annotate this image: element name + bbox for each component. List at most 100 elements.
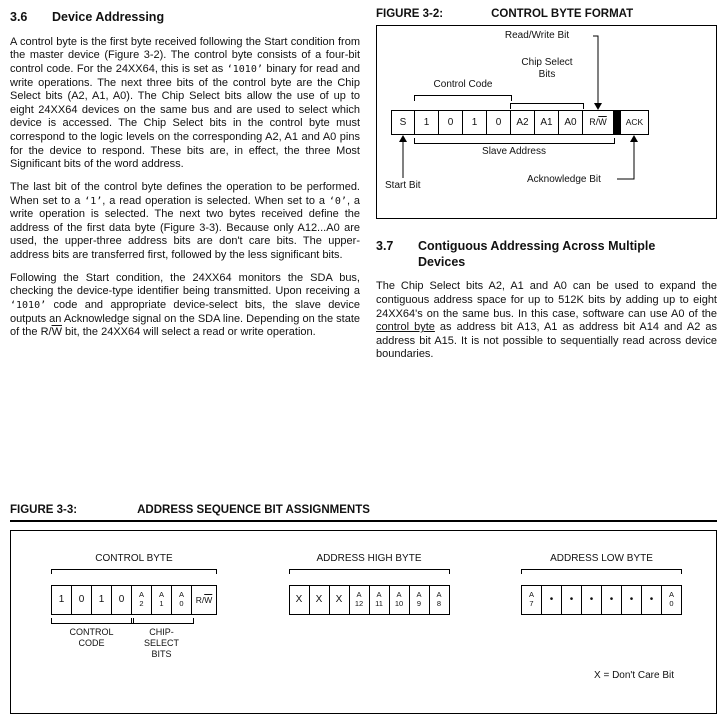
bit-cell: A 8 [428,585,450,615]
control-byte-bracket [51,569,217,574]
bit-cell-rw: R/W [582,110,614,135]
slave-address-bracket [414,138,615,144]
chip-select-bits-label: Chip Select Bits [521,57,573,80]
byte-group-control: CONTROL BYTE 1 0 1 0 A 2 A 1 A 0 R/W CON… [51,553,217,677]
text-run: The Chip Select bits A2, A1 and A0 can b… [376,280,717,320]
control-byte-sub-labels: CONTROL CODE CHIP- SELECT BITS [51,615,217,677]
overline-run: W [51,326,62,339]
slave-address-label: Slave Address [482,146,546,157]
start-bit-label: Start Bit [385,180,421,191]
two-column-layout: 3.6 Device Addressing A control byte is … [10,8,717,486]
bit-cell: A 0 [171,585,192,615]
code-run: ‘0’ [328,195,347,207]
address-low-byte-label: ADDRESS LOW BYTE [550,553,653,564]
bit-cell: X [308,585,330,615]
control-code-label: Control Code [433,79,493,90]
figure-3-2-arrows [399,35,638,180]
chip-select-bracket [510,103,584,109]
bit-cell: A 11 [368,585,390,615]
figure-3-3-label: FIGURE 3-3: [10,504,78,516]
dont-care-note: X = Don't Care Bit [594,670,674,681]
bit-cell: X [328,585,350,615]
section-3-6-heading: 3.6 Device Addressing [10,10,360,26]
control-byte-cells: 1 0 1 0 A 2 A 1 A 0 R/W [51,585,217,615]
rw-text: R/ [589,117,599,127]
section-title: Contiguous Addressing Across Multiple De… [418,239,656,269]
left-column: 3.6 Device Addressing A control byte is … [10,8,360,486]
text-run: R/ [40,326,52,339]
paragraph: The last bit of the control byte defines… [10,181,360,263]
bit-cell-rw: R/W [191,585,217,615]
read-write-bit-label: Read/Write Bit [504,30,570,41]
control-code-sub-label: CONTROL CODE [69,627,114,648]
address-high-byte-bracket [288,569,450,574]
address-high-byte-label: ADDRESS HIGH BYTE [316,553,422,564]
bit-cell: 0 [438,110,463,135]
bit-cell-ack: ACK [620,110,649,135]
text-run: , a read operation is selected. When set… [102,194,329,207]
control-byte-label: CONTROL BYTE [95,553,173,564]
acknowledge-bit-label: Acknowledge Bit [527,174,601,185]
figure-3-2-label: FIGURE 3-2: [376,8,444,20]
paragraph: Following the Start condition, the 24XX6… [10,272,360,340]
bit-cell: • [621,585,642,615]
text-run: A control byte is the first byte receive… [10,35,360,75]
chip-select-sub-label: CHIP- SELECT BITS [143,627,179,659]
bit-cell: A 12 [348,585,370,615]
code-run: ‘1010’ [10,299,47,311]
paragraph: The Chip Select bits A2, A1 and A0 can b… [376,280,717,362]
chip-select-bracket [131,618,194,624]
bit-cell: 0 [71,585,92,615]
bit-cell: A 0 [661,585,682,615]
bit-cell: • [561,585,582,615]
bit-cell: A 9 [408,585,430,615]
control-code-bracket [51,618,134,624]
bit-cell: A 1 [151,585,172,615]
figure-3-3-box: CONTROL BYTE 1 0 1 0 A 2 A 1 A 0 R/W CON… [10,530,717,714]
rw-overline: W [204,594,213,605]
section-number: 3.6 [10,10,28,24]
text-run: , a write operation is selected. The nex… [10,194,360,262]
text-run: bit, the 24XX64 will select a read or wr… [61,326,316,339]
bit-cell: • [641,585,662,615]
address-low-byte-cells: A 7 • • • • • • A 0 [521,585,682,615]
text-run: as address bit A13, A1 as address bit A1… [376,321,717,361]
bit-cell: A 2 [131,585,152,615]
paragraph: A control byte is the first byte receive… [10,36,360,172]
bit-cell: A 10 [388,585,410,615]
figure-3-2-heading: FIGURE 3-2: CONTROL BYTE FORMAT [376,8,717,20]
bit-cell: A0 [558,110,583,135]
address-high-byte-cells: X X X A 12 A 11 A 10 A 9 A 8 [288,585,450,615]
bit-cell: A1 [534,110,559,135]
figure-3-2-title: CONTROL BYTE FORMAT [491,8,634,20]
figure-3-2-box: Read/Write Bit Chip Select Bits Control … [376,25,717,219]
bit-cell: 1 [91,585,112,615]
rw-overline: W [598,117,607,127]
section-number: 3.7 [376,239,394,253]
rw-text: R/ [195,594,205,605]
text-run: Following the Start condition, the 24XX6… [10,271,360,298]
section-3-7-heading: 3.7 Contiguous Addressing Across Multipl… [376,239,717,270]
text-run: code and appropriate device-select bits,… [10,298,360,339]
bit-cell: • [601,585,622,615]
bit-cell: 1 [51,585,72,615]
underline-run: control byte [376,321,435,334]
bit-cell: X [288,585,310,615]
text-run: binary for read and write operations. Th… [10,62,361,171]
bit-cell: 0 [111,585,132,615]
figure-3-3-heading: FIGURE 3-3: ADDRESS SEQUENCE BIT ASSIGNM… [10,504,717,522]
byte-group-high: ADDRESS HIGH BYTE X X X A 12 A 11 A 10 A… [288,553,450,615]
bit-cell: • [541,585,562,615]
byte-group-low: ADDRESS LOW BYTE A 7 • • • • • • A 0 [521,553,682,615]
control-code-bracket [414,95,512,101]
section-title: Device Addressing [52,10,165,24]
control-byte-bit-row: S 1 0 1 0 A2 A1 A0 R/W ACK [391,110,649,135]
address-low-byte-bracket [521,569,682,574]
figure-3-3-title: ADDRESS SEQUENCE BIT ASSIGNMENTS [137,504,370,516]
text-run: The last bit of the control byte defines… [10,180,360,207]
right-column: FIGURE 3-2: CONTROL BYTE FORMAT Read/Wri… [376,8,717,486]
bit-cell: A 7 [521,585,542,615]
code-run: ‘1’ [84,195,103,207]
bit-cell: • [581,585,602,615]
